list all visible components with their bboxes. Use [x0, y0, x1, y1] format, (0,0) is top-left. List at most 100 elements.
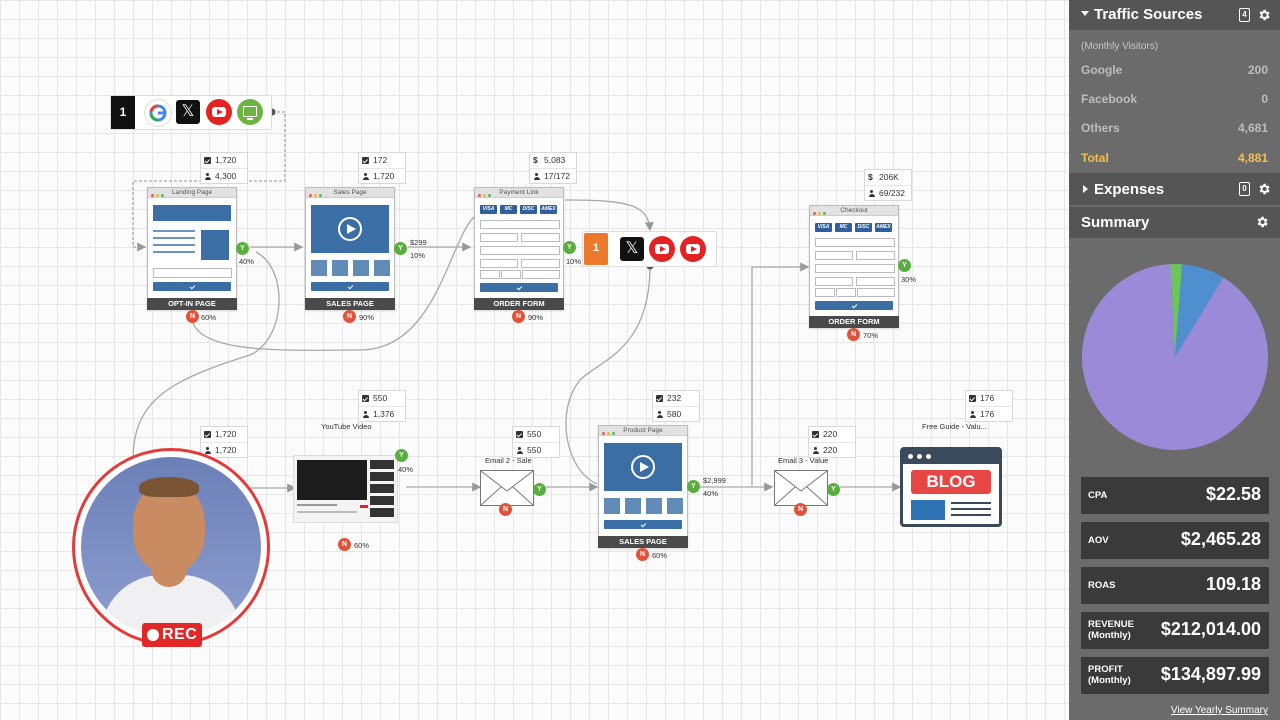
x-icon[interactable]: 𝕏	[176, 100, 200, 124]
monitor-icon[interactable]	[237, 99, 263, 125]
optin-header: Landing Page	[171, 189, 213, 196]
pie-slice	[1175, 264, 1224, 357]
sales-stat-1: 172	[373, 155, 388, 165]
user-icon	[812, 447, 819, 454]
youtube-no-badge[interactable]: N	[338, 538, 351, 551]
checkout-stat-1: 206K	[879, 172, 899, 182]
youtube-no-pct: 60%	[354, 541, 370, 550]
funnel-canvas[interactable]: 1 𝕏 1,720 4,300 Landing Page OPT-IN PAGE…	[0, 0, 1069, 720]
check-icon	[516, 431, 523, 438]
traffic-sources-header[interactable]: Traffic Sources 4	[1069, 0, 1280, 30]
sales-page-node[interactable]: Sales Page SALES PAGE	[305, 187, 395, 310]
optin-bottom-stat-2: 1,720	[215, 445, 237, 455]
checkout-yes-pct: 30%	[901, 275, 917, 284]
expenses-header[interactable]: Expenses 0	[1069, 173, 1280, 205]
source-row-others[interactable]: Others 4,681	[1081, 121, 1268, 135]
retarget-count-icon[interactable]: 1	[584, 233, 608, 265]
order-yes-badge[interactable]: Y	[563, 241, 576, 254]
pie-slice	[1170, 264, 1183, 357]
retarget-source-group[interactable]: 1 𝕏	[582, 231, 717, 267]
checkout-no-badge[interactable]: N	[847, 328, 860, 341]
order-header: Payment Link	[499, 189, 539, 196]
product-page-node[interactable]: Product Page SALES PAGE	[598, 425, 688, 548]
email3-stats: 220 220	[808, 426, 856, 458]
optin-stat-1: 1,720	[215, 155, 237, 165]
view-yearly-summary-link[interactable]: View Yearly Summary	[1170, 705, 1268, 716]
source-label: Google	[1081, 63, 1123, 77]
youtube-label: YouTube Video	[321, 422, 372, 431]
rec-label: REC	[162, 626, 198, 643]
optin-footer: OPT-IN PAGE	[147, 298, 237, 310]
user-icon	[969, 411, 976, 418]
youtube-video-node[interactable]	[293, 455, 398, 523]
metric-value: $134,897.99	[1160, 664, 1261, 684]
metric-label: PROFIT	[1088, 664, 1123, 675]
sales-no-pct: 90%	[359, 313, 375, 322]
email2-no-badge[interactable]: N	[499, 503, 512, 516]
youtube-icon[interactable]	[206, 99, 232, 125]
sales-price: $299	[410, 238, 427, 247]
sales-footer: SALES PAGE	[305, 298, 395, 310]
sales-yes-pct: 10%	[410, 251, 426, 260]
metric-cpa: CPA $22.58	[1081, 477, 1269, 514]
metric-value: $2,465.28	[1180, 529, 1261, 549]
source-label: Others	[1081, 121, 1120, 135]
rec-indicator[interactable]: REC	[142, 623, 202, 647]
email3-no-badge[interactable]: N	[794, 503, 807, 516]
source-value: 4,681	[1237, 121, 1268, 135]
optin-yes-badge[interactable]: Y	[236, 242, 249, 255]
email2-envelope-icon[interactable]	[480, 470, 534, 506]
blog-label: Free Guide - Valu...	[922, 422, 987, 431]
metric-sublabel: (Monthly)	[1088, 630, 1131, 641]
gear-icon[interactable]	[1257, 8, 1271, 22]
sales-yes-badge[interactable]: Y	[394, 242, 407, 255]
user-icon	[868, 190, 875, 197]
checkout-yes-badge[interactable]: Y	[898, 259, 911, 272]
email3-envelope-icon[interactable]	[774, 470, 828, 506]
blog-stat-1: 176	[980, 393, 995, 403]
blog-stat-2: 176	[980, 409, 995, 419]
user-icon	[204, 173, 211, 180]
order-stats: $5,083 17/172	[529, 152, 577, 184]
product-stats: 232 580	[652, 390, 700, 422]
order-no-badge[interactable]: N	[512, 310, 525, 323]
optin-page-node[interactable]: Landing Page OPT-IN PAGE	[147, 187, 237, 310]
order-stat-1: 5,083	[544, 155, 566, 165]
sales-no-badge[interactable]: N	[343, 310, 356, 323]
youtube-yes-badge[interactable]: Y	[395, 449, 408, 462]
sales-stat-2: 1,720	[373, 171, 395, 181]
product-yes-badge[interactable]: Y	[687, 480, 700, 493]
product-no-badge[interactable]: N	[636, 548, 649, 561]
gear-icon[interactable]	[1257, 182, 1271, 196]
metric-value: $22.58	[1205, 484, 1261, 504]
youtube-yes-pct: 40%	[398, 465, 414, 474]
gear-icon[interactable]	[1255, 215, 1269, 229]
total-label: Total	[1081, 151, 1109, 165]
youtube-icon[interactable]	[680, 236, 706, 262]
check-icon	[362, 157, 369, 164]
optin-stat-2: 4,300	[215, 171, 237, 181]
product-no-pct: 60%	[652, 551, 668, 560]
google-icon[interactable]	[144, 99, 172, 127]
expenses-badge: 0	[1239, 182, 1250, 196]
collapse-icon[interactable]	[1081, 11, 1089, 16]
traffic-source-group[interactable]: 1 𝕏	[110, 95, 272, 130]
email2-stat-2: 550	[527, 445, 542, 455]
metric-label: ROAS	[1088, 580, 1116, 591]
x-icon[interactable]: 𝕏	[620, 237, 644, 261]
metric-revenue: REVENUE (Monthly) $212,014.00	[1081, 612, 1269, 649]
email2-yes-badge[interactable]: Y	[533, 483, 546, 496]
optin-no-badge[interactable]: N	[186, 310, 199, 323]
expand-icon[interactable]	[1083, 185, 1088, 193]
product-footer: SALES PAGE	[598, 536, 688, 548]
youtube-icon[interactable]	[649, 236, 675, 262]
blog-node[interactable]: BLOG	[900, 447, 1002, 527]
checkout-stat-2: 69/232	[879, 188, 905, 198]
summary-header[interactable]: Summary	[1069, 207, 1280, 238]
email3-yes-badge[interactable]: Y	[827, 483, 840, 496]
source-label: Facebook	[1081, 92, 1138, 106]
